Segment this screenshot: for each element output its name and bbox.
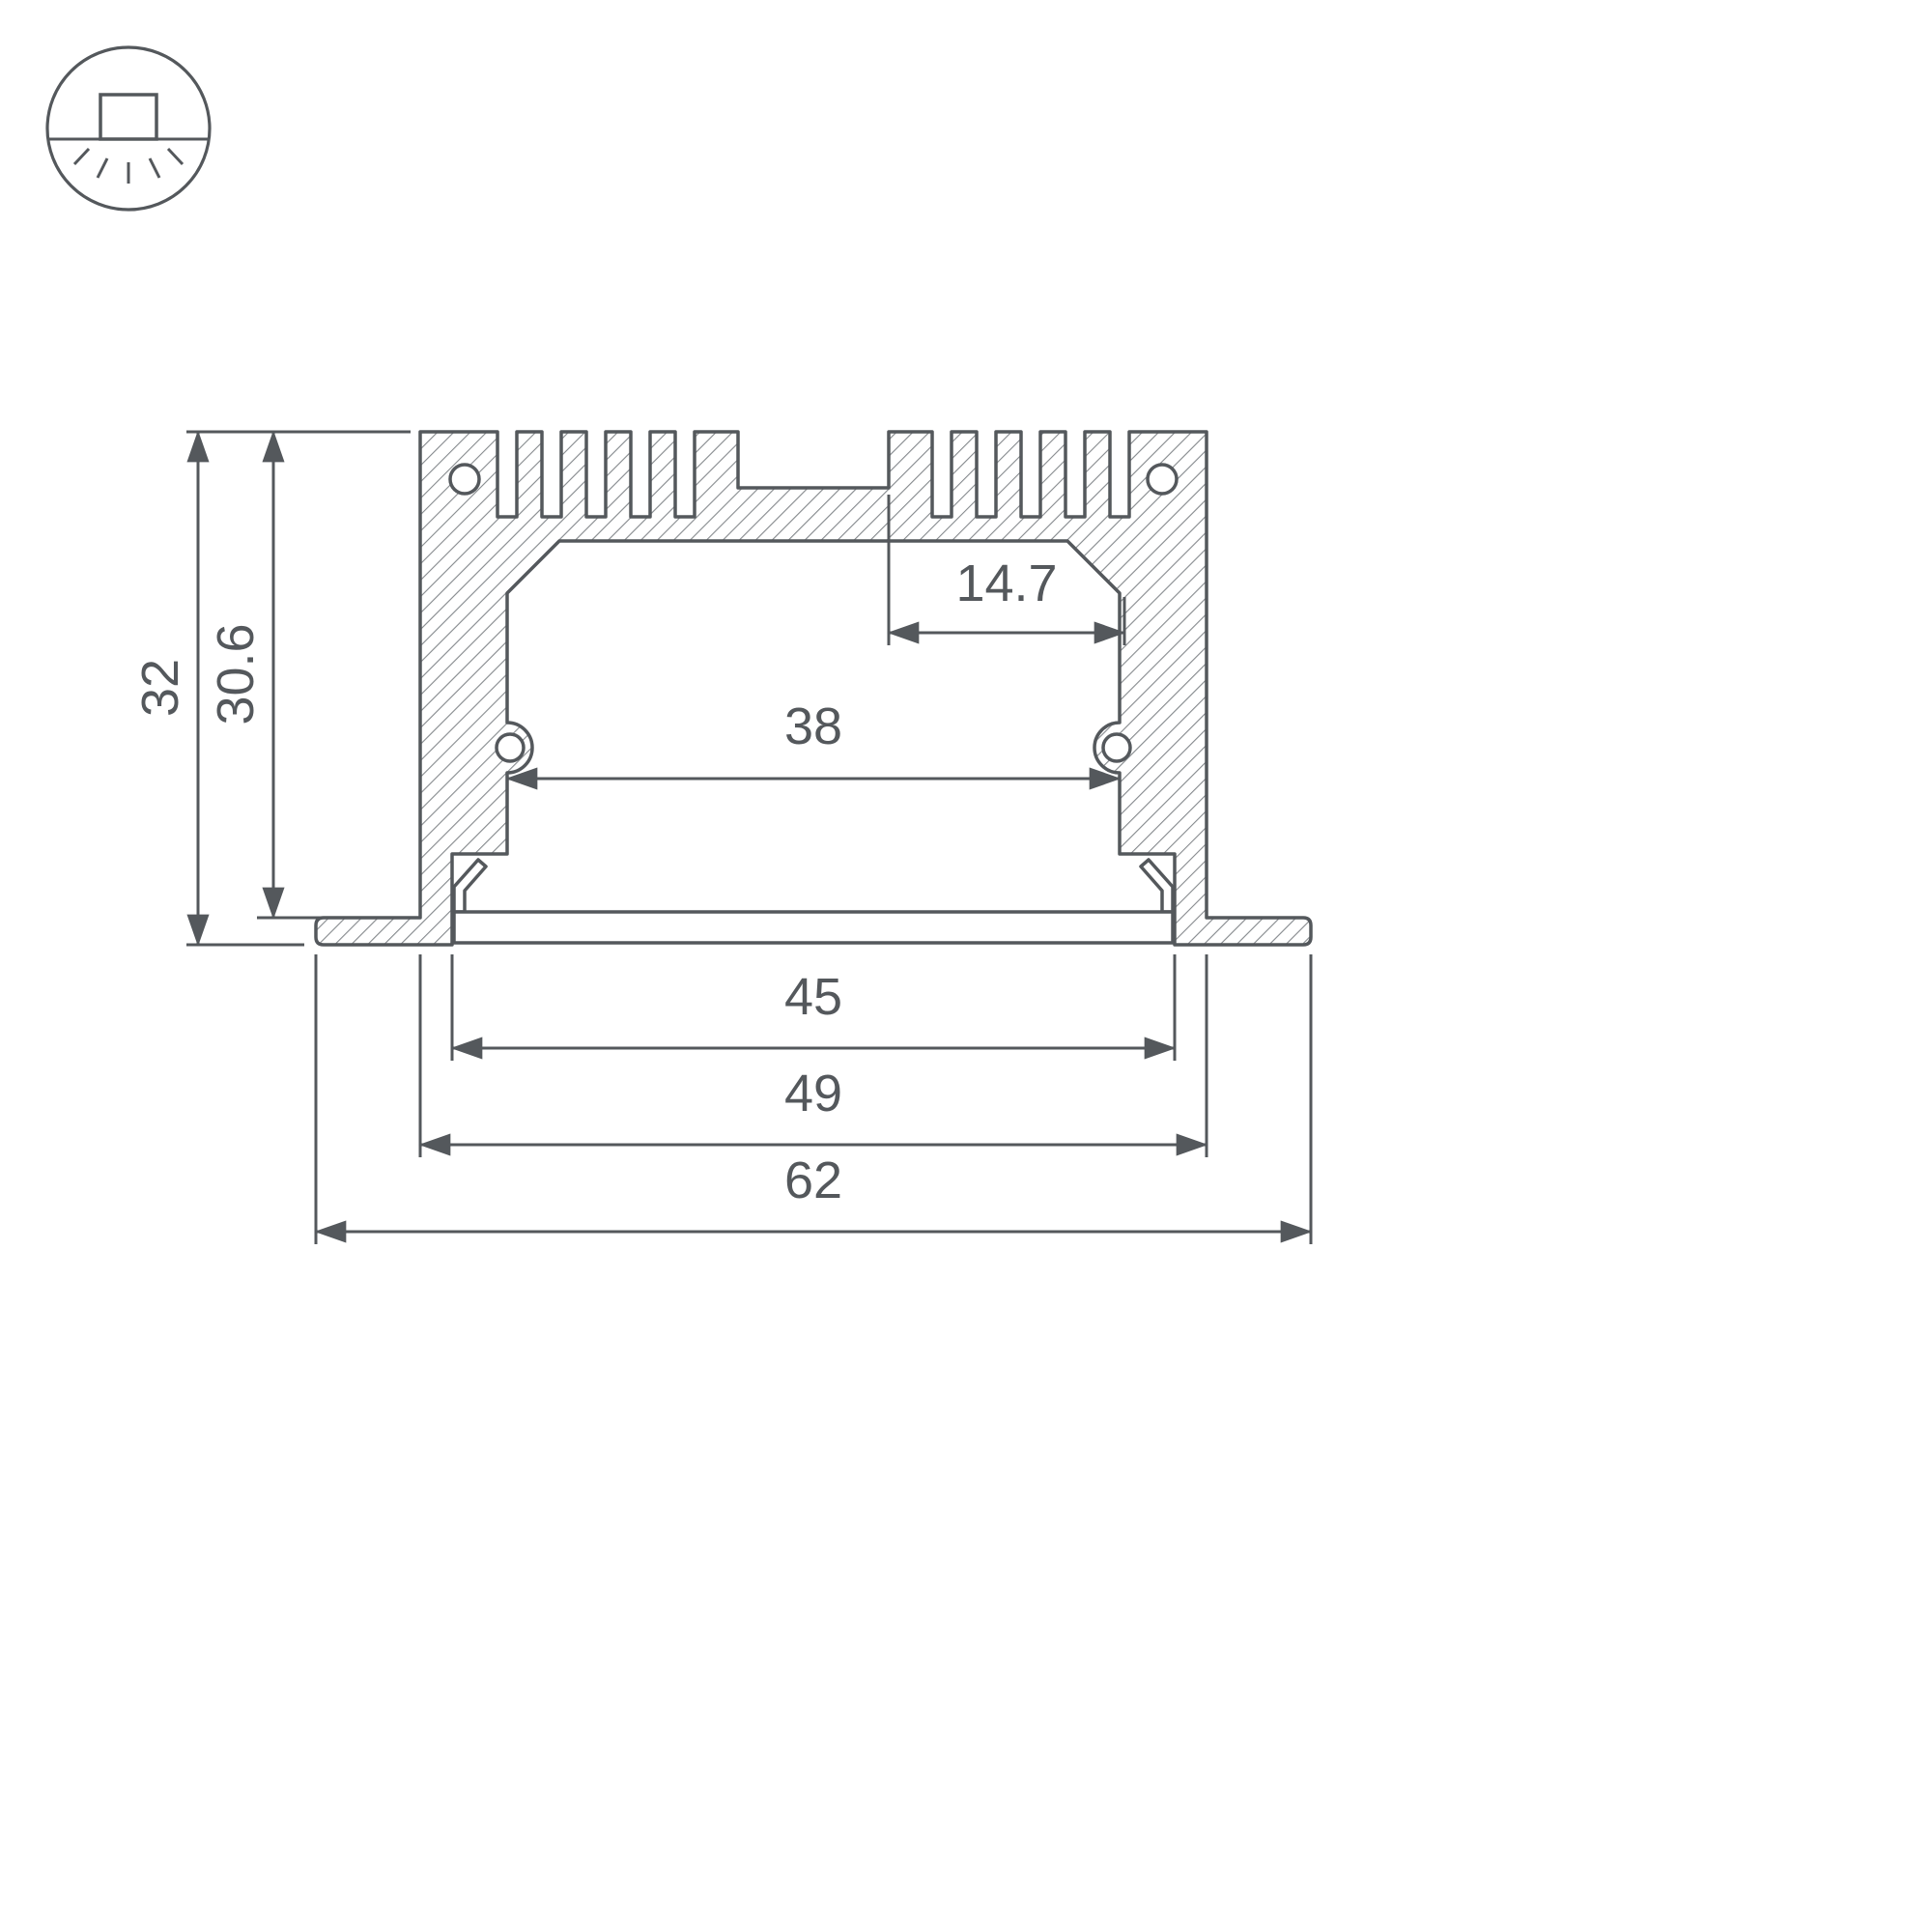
- icon-fixture-box: [99, 93, 158, 141]
- screw-channel-mid-left-icon: [495, 732, 526, 763]
- dimensions: 32 30.6 14.7 38 45 49: [131, 430, 1313, 1244]
- dimension-inner-width: 38: [505, 697, 1122, 790]
- dim-total-height-label: 32: [131, 659, 189, 717]
- dim-slot-width-label: 14.7: [955, 554, 1057, 612]
- dim-body-height-label: 30.6: [207, 623, 265, 724]
- dim-opening-width-label: 45: [784, 968, 842, 1026]
- screw-channel-mid-right-icon: [1101, 732, 1132, 763]
- dimension-total-height: 32: [131, 430, 411, 947]
- dim-body-width-label: 49: [784, 1065, 842, 1122]
- recessed-mount-icon: [45, 45, 212, 212]
- screw-channel-top-left-icon: [448, 463, 481, 496]
- icon-circle: [45, 45, 212, 212]
- screen-clip-left: [452, 858, 488, 914]
- dimension-body-width: 49: [418, 954, 1208, 1157]
- profile-cross-section: [314, 430, 1313, 947]
- dimension-body-height: 30.6: [207, 430, 333, 920]
- dim-overall-width-label: 62: [784, 1151, 842, 1209]
- dim-inner-width-label: 38: [784, 697, 842, 755]
- diffuser-screen: [452, 858, 1175, 945]
- screen-clip-right: [1139, 858, 1175, 914]
- screw-channel-top-right-icon: [1146, 463, 1179, 496]
- dimension-opening-width: 45: [450, 954, 1177, 1061]
- dimension-overall-width: 62: [314, 954, 1313, 1244]
- icon-light-rays: [72, 147, 185, 184]
- screen-plate: [452, 910, 1175, 945]
- dimension-slot-width: 14.7: [887, 495, 1126, 645]
- profile-body: [314, 430, 1313, 947]
